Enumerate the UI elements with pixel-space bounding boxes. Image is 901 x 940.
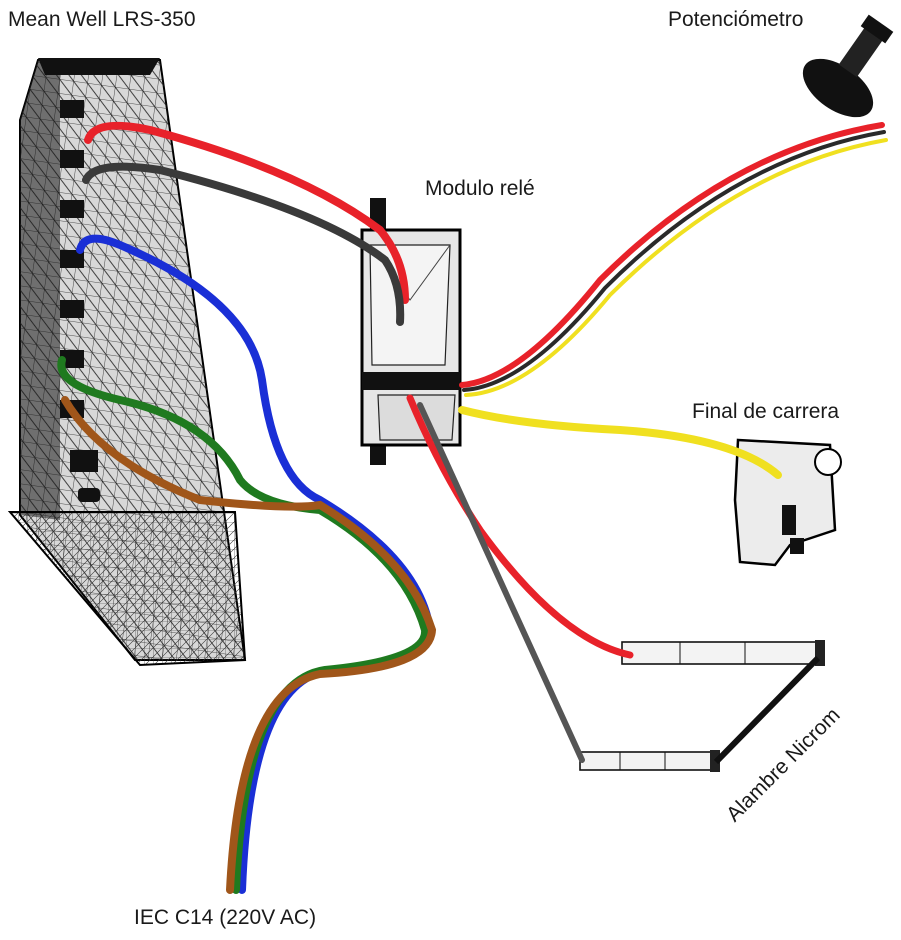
wire-brown xyxy=(61,396,437,894)
wire-yellow-switch xyxy=(458,406,782,479)
wire-red-psu-relay xyxy=(84,121,409,304)
wire-gray-nichrome xyxy=(417,402,585,763)
label-relay-module: Modulo relé xyxy=(425,177,535,200)
wire-black-relay-pot xyxy=(462,130,886,392)
label-power-supply: Mean Well LRS-350 xyxy=(8,8,196,31)
label-potentiometer: Potenciómetro xyxy=(668,8,804,31)
potentiometer xyxy=(802,14,894,118)
wires xyxy=(57,121,888,894)
terminal-block xyxy=(60,100,100,502)
label-limit-switch: Final de carrera xyxy=(692,400,840,423)
limit-switch xyxy=(733,438,842,567)
wire-yellow-relay-pot xyxy=(464,138,888,397)
nichrome-assembly xyxy=(579,640,825,772)
label-power-inlet: IEC C14 (220V AC) xyxy=(134,906,317,929)
wire-red-relay-pot xyxy=(459,122,885,388)
power-supply xyxy=(7,58,247,667)
relay-module xyxy=(360,198,462,465)
wire-black-psu-relay xyxy=(82,162,405,326)
